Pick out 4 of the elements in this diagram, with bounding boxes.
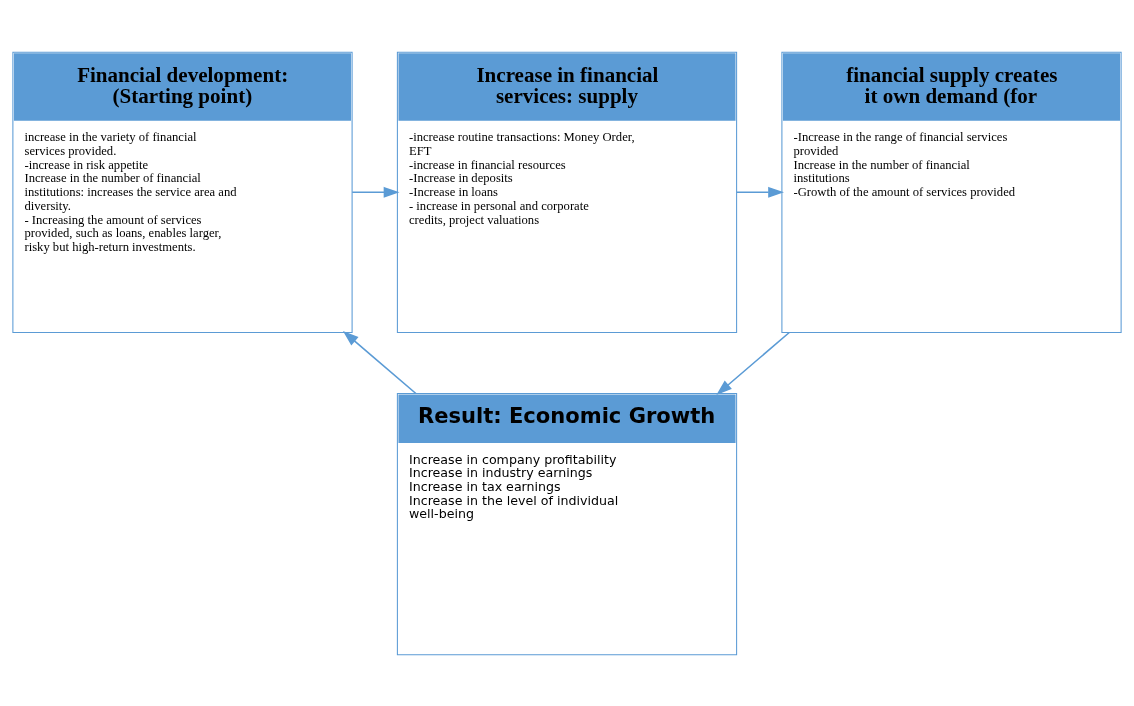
arrow	[342, 330, 417, 394]
arrow	[716, 331, 791, 395]
arrow	[735, 186, 784, 198]
arrow	[351, 186, 400, 198]
